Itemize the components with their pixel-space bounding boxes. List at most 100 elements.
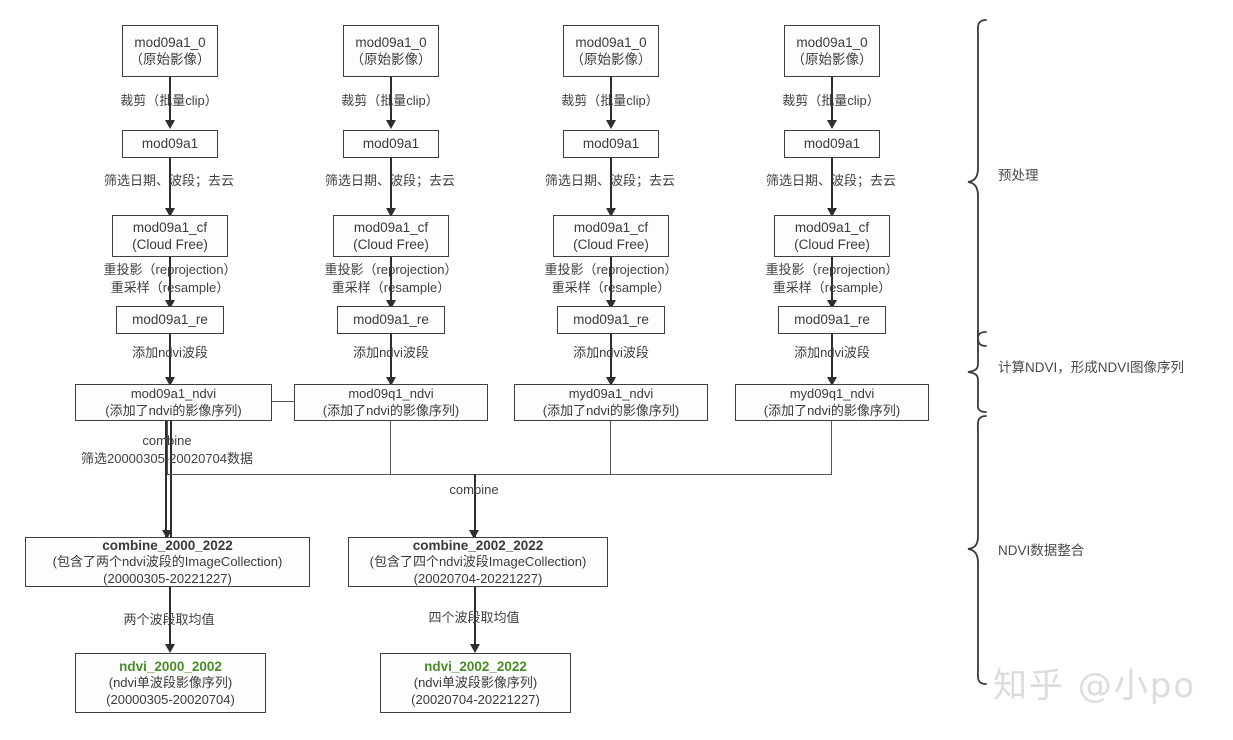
- edge-mean-right: [474, 587, 476, 649]
- arrow-head: [605, 377, 616, 386]
- node-subtitle: (添加了ndvi的影像序列): [542, 402, 680, 418]
- node-combine-right[interactable]: combine_2002_2022 (包含了四个ndvi波段ImageColle…: [348, 537, 608, 587]
- node-daterange: (20000305-20020704): [106, 691, 235, 707]
- edge-label-reproject-col2: 重投影（reprojection） 重采样（resample）: [266, 261, 516, 296]
- node-source-col4[interactable]: mod09a1_0 （原始影像）: [784, 25, 880, 77]
- watermark: 知乎 @小po: [993, 666, 1197, 706]
- node-cloudfree-col4[interactable]: mod09a1_cf (Cloud Free): [774, 215, 890, 257]
- node-title: mod09a1_re: [794, 312, 870, 328]
- arrow-head: [164, 377, 175, 386]
- node-title: mod09a1_re: [353, 312, 429, 328]
- edge-merge-left-a: [165, 401, 167, 539]
- arrow-head: [605, 300, 616, 309]
- node-daterange: (20020704-20221227): [413, 570, 543, 586]
- node-subtitle: (Cloud Free): [794, 237, 870, 252]
- edge-source-to-clipped-col4: [831, 77, 833, 122]
- node-source-col3[interactable]: mod09a1_0 （原始影像）: [563, 25, 659, 77]
- edge-label-line1: 重投影（reprojection）: [103, 262, 237, 277]
- edge-label-clip-col3: 裁剪（批量clip）: [561, 93, 659, 108]
- edge-cf-to-re-col2: [390, 257, 392, 307]
- arrow-head: [826, 377, 837, 386]
- node-title: mod09a1_0: [355, 34, 427, 50]
- node-daterange: (20000305-20221227): [103, 570, 232, 586]
- edge-re-to-ndvi-col2: [390, 334, 392, 382]
- edge-label-combine-left: combine 筛选20000305-20020704数据: [36, 432, 298, 467]
- arrow-head: [162, 530, 172, 539]
- node-title: mod09a1: [141, 136, 199, 152]
- node-result-right[interactable]: ndvi_2002_2022 (ndvi单波段影像序列) (20020704-2…: [380, 653, 571, 713]
- edge-label-line2: 重采样（resample）: [551, 279, 671, 295]
- node-title: ndvi_2002_2022: [424, 658, 527, 674]
- node-resampled-col2[interactable]: mod09a1_re: [337, 306, 445, 334]
- edge-drop-col4-to-bus: [831, 421, 833, 475]
- node-ndvi-col1[interactable]: mod09a1_ndvi (添加了ndvi的影像序列): [75, 384, 272, 421]
- node-cloudfree-col3[interactable]: mod09a1_cf (Cloud Free): [553, 215, 669, 257]
- brace-ndvi-integration: [966, 414, 996, 686]
- edge-clipped-to-cf-col1: [169, 158, 171, 210]
- node-title: myd09a1_ndvi: [568, 385, 654, 401]
- edge-drop-col3-to-bus: [610, 421, 612, 475]
- arrow-head: [164, 208, 175, 217]
- edge-source-to-clipped-col1: [169, 77, 171, 122]
- edge-label-line1: 重投影（reprojection）: [544, 262, 678, 277]
- node-cloudfree-col1[interactable]: mod09a1_cf (Cloud Free): [112, 215, 228, 257]
- node-title: mod09a1: [582, 136, 640, 152]
- node-clipped-col2[interactable]: mod09a1: [343, 130, 439, 158]
- node-ndvi-col4[interactable]: myd09q1_ndvi (添加了ndvi的影像序列): [735, 384, 929, 421]
- edge-re-to-ndvi-col3: [610, 334, 612, 382]
- edge-mean-left: [169, 587, 171, 649]
- node-subtitle: （原始影像）: [791, 52, 873, 67]
- arrow-head: [605, 120, 616, 129]
- arrow-head: [385, 208, 396, 217]
- edge-label-reproject-col4: 重投影（reprojection） 重采样（resample）: [707, 261, 957, 296]
- edge-label-reproject-col1: 重投影（reprojection） 重采样（resample）: [45, 261, 295, 296]
- node-combine-left[interactable]: combine_2000_2022 (包含了两个ndvi波段的ImageColl…: [25, 537, 310, 587]
- edge-label-line1: 重投影（reprojection）: [765, 262, 899, 277]
- node-clipped-col1[interactable]: mod09a1: [122, 130, 218, 158]
- node-title: mod09a1_0: [134, 34, 206, 50]
- node-title: combine_2002_2022: [412, 537, 544, 553]
- node-title: combine_2000_2022: [102, 537, 233, 553]
- edge-label-addndvi-col1: 添加ndvi波段: [132, 345, 208, 360]
- node-subtitle: (包含了四个ndvi波段ImageCollection): [369, 554, 587, 570]
- edge-label-reproject-col3: 重投影（reprojection） 重采样（resample）: [486, 261, 736, 296]
- arrow-head: [469, 644, 480, 653]
- edge-label-filter-col3: 筛选日期、波段；去云: [544, 173, 675, 188]
- stage-label-ndvi-integration: NDVI数据整合: [998, 543, 1085, 558]
- edge-source-to-clipped-col2: [390, 77, 392, 122]
- node-resampled-col3[interactable]: mod09a1_re: [557, 306, 665, 334]
- node-resampled-col1[interactable]: mod09a1_re: [116, 306, 224, 334]
- edge-label-addndvi-col4: 添加ndvi波段: [794, 345, 870, 360]
- arrow-head: [385, 300, 396, 309]
- node-clipped-col4[interactable]: mod09a1: [784, 130, 880, 158]
- node-subtitle: (添加了ndvi的影像序列): [763, 402, 901, 418]
- node-subtitle: (ndvi单波段影像序列): [413, 675, 538, 690]
- edge-label-clip-col1: 裁剪（批量clip）: [120, 93, 218, 108]
- node-subtitle: (包含了两个ndvi波段的ImageCollection): [52, 554, 283, 570]
- edge-source-to-clipped-col3: [610, 77, 612, 122]
- node-source-col2[interactable]: mod09a1_0 （原始影像）: [343, 25, 439, 77]
- edge-clipped-to-cf-col4: [831, 158, 833, 210]
- edge-label-line2: 重采样（resample）: [772, 279, 892, 295]
- edge-drop-col2-to-bus: [390, 421, 392, 475]
- node-ndvi-col3[interactable]: myd09a1_ndvi (添加了ndvi的影像序列): [514, 384, 708, 421]
- node-ndvi-col2[interactable]: mod09q1_ndvi (添加了ndvi的影像序列): [294, 384, 488, 421]
- edge-re-to-ndvi-col1: [169, 334, 171, 382]
- edge-label-filter-col2: 筛选日期、波段；去云: [324, 173, 455, 188]
- node-result-left[interactable]: ndvi_2000_2002 (ndvi单波段影像序列) (20000305-2…: [75, 653, 266, 713]
- arrow-head: [605, 208, 616, 217]
- node-clipped-col3[interactable]: mod09a1: [563, 130, 659, 158]
- edge-clipped-to-cf-col2: [390, 158, 392, 210]
- edge-label-clip-col2: 裁剪（批量clip）: [341, 93, 439, 108]
- edge-label-mean-left: 两个波段取均值: [123, 612, 215, 627]
- node-title: myd09q1_ndvi: [789, 385, 875, 401]
- node-source-col1[interactable]: mod09a1_0 （原始影像）: [122, 25, 218, 77]
- edge-label-addndvi-col2: 添加ndvi波段: [353, 345, 429, 360]
- stage-label-preprocessing: 预处理: [998, 168, 1039, 183]
- edge-merge-left-b: [170, 401, 172, 539]
- node-title: mod09a1_re: [573, 312, 649, 328]
- node-resampled-col4[interactable]: mod09a1_re: [778, 306, 886, 334]
- node-title: mod09a1: [362, 136, 420, 152]
- node-cloudfree-col2[interactable]: mod09a1_cf (Cloud Free): [333, 215, 449, 257]
